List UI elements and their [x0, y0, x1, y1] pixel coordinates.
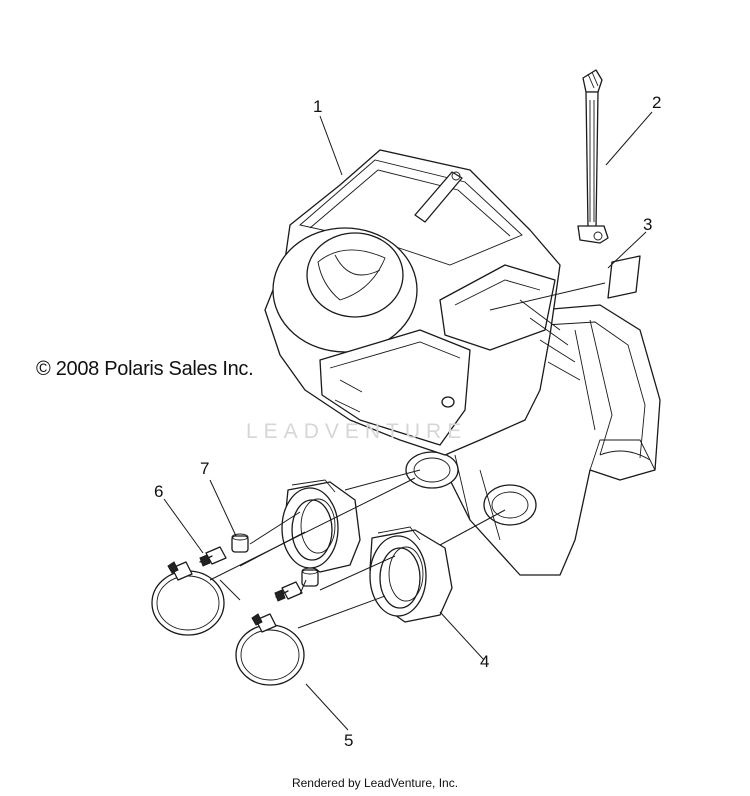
copyright-notice: © 2008 Polaris Sales Inc. [36, 358, 254, 380]
spacer-lower [301, 567, 319, 587]
callout-7: 7 [200, 459, 209, 478]
callout-1: 1 [313, 97, 322, 116]
render-credit: Rendered by LeadVenture, Inc. [291, 776, 459, 790]
label-decal [607, 255, 641, 299]
callout-3: 3 [643, 215, 652, 234]
intake-boot-upper [281, 479, 361, 573]
callout-2: 2 [652, 93, 661, 112]
intake-boot-lower [369, 526, 453, 623]
watermark: LEADVENTURE [246, 420, 468, 443]
leader-lines [163, 111, 653, 731]
screw-lower [274, 581, 303, 602]
screw-upper [199, 546, 227, 567]
airbox-housing [264, 149, 661, 576]
callout-4: 4 [480, 652, 489, 671]
spacer-upper [231, 533, 249, 553]
strap [577, 69, 609, 244]
hose-clamp-upper [151, 561, 225, 636]
callout-6: 6 [154, 482, 163, 501]
callout-labels: 1 2 3 4 5 6 7 [154, 93, 661, 750]
callout-5: 5 [344, 731, 353, 750]
hose-clamp-lower [235, 613, 305, 686]
